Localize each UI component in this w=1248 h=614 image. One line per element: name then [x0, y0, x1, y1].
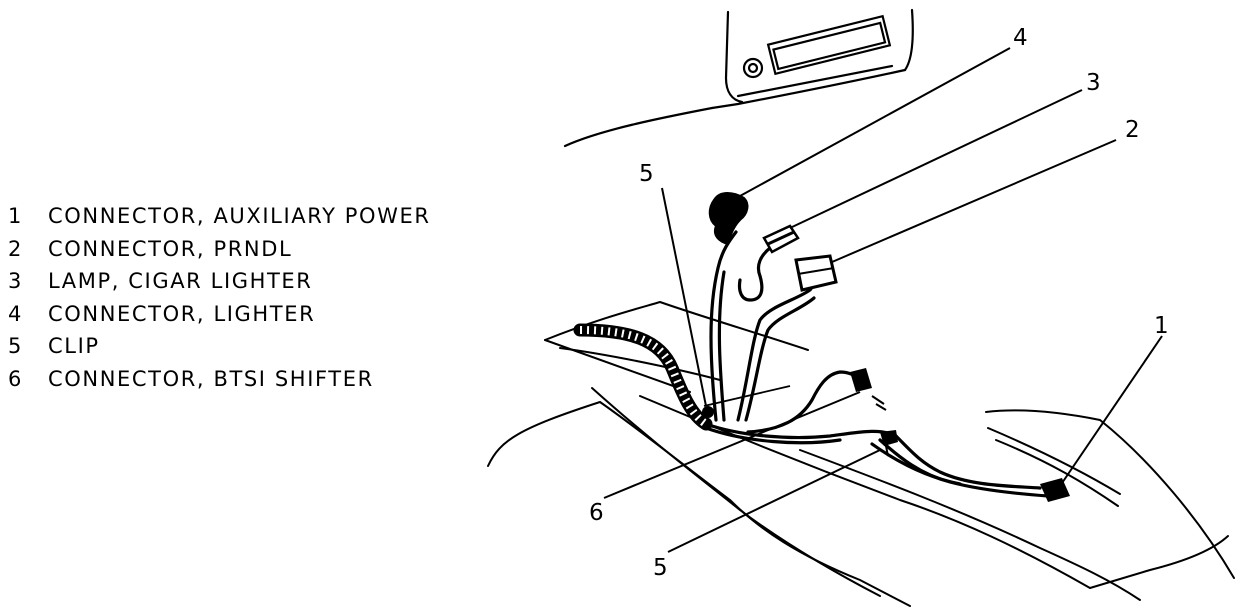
- callout-1: 1: [1154, 313, 1169, 339]
- leader-lines: [603, 47, 1163, 553]
- clip-wire-tie: [703, 385, 791, 407]
- legend-item: 1 CONNECTOR, AUXILIARY POWER: [8, 200, 431, 233]
- harness-wires: [704, 230, 1050, 498]
- connector-lighter: [708, 192, 749, 246]
- legend-label: LAMP, CIGAR LIGHTER: [48, 269, 313, 294]
- legend-number: 6: [8, 366, 23, 391]
- legend-item: 3 LAMP, CIGAR LIGHTER: [8, 265, 431, 298]
- dash-panel-outline: [563, 8, 914, 148]
- legend-item: 2 CONNECTOR, PRNDL: [8, 233, 431, 266]
- legend-label: CONNECTOR, LIGHTER: [48, 301, 316, 326]
- cigar-lighter-knob: [742, 57, 764, 79]
- legend-label: CONNECTOR, BTSI SHIFTER: [48, 366, 374, 391]
- legend-item: 6 CONNECTOR, BTSI SHIFTER: [8, 363, 431, 396]
- legend-number: 2: [8, 236, 23, 261]
- harness-conduit-ribs: [579, 326, 709, 428]
- console-outline: [487, 300, 1235, 607]
- legend-label: CONNECTOR, PRNDL: [48, 236, 293, 261]
- legend-label: CONNECTOR, AUXILIARY POWER: [48, 204, 431, 228]
- clip-lower: [880, 430, 898, 457]
- callout-5-bottom: 5: [653, 555, 668, 581]
- callout-6: 6: [589, 500, 604, 526]
- legend-number: 1: [8, 204, 23, 228]
- connector-auxiliary-power: [1040, 478, 1070, 502]
- callout-2: 2: [1125, 117, 1140, 143]
- cigar-lighter-lamp: [762, 224, 800, 254]
- callout-3: 3: [1086, 70, 1101, 96]
- callout-4: 4: [1013, 25, 1028, 51]
- clip-upper: [702, 406, 714, 418]
- connector-btsi-shifter: [850, 368, 887, 411]
- lighter-bezel: [766, 14, 892, 76]
- connector-prndl: [794, 254, 838, 292]
- legend-number: 5: [8, 334, 23, 359]
- legend-item: 5 CLIP: [8, 330, 431, 363]
- legend-item: 4 CONNECTOR, LIGHTER: [8, 298, 431, 331]
- harness-conduit: [573, 323, 713, 431]
- legend-number: 4: [8, 301, 23, 326]
- callout-5-top: 5: [639, 161, 654, 187]
- legend-label: CLIP: [48, 334, 100, 359]
- legend-number: 3: [8, 269, 23, 294]
